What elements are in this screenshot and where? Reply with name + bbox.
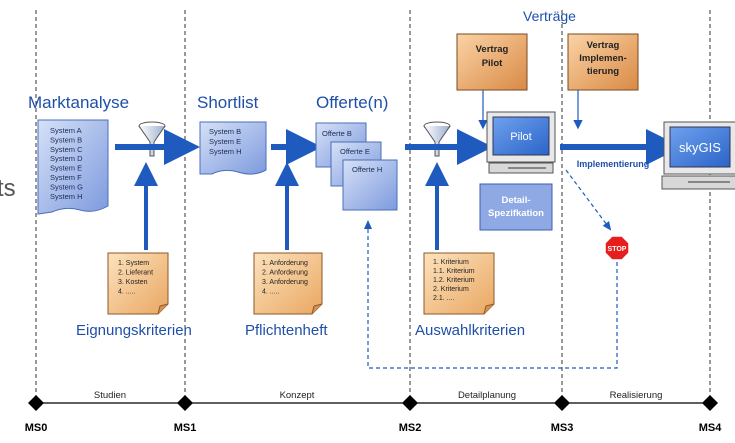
svg-text:Offerte H: Offerte H — [352, 165, 382, 174]
milestone-lines — [35, 10, 711, 400]
timeline-phase-label: Detailplanung — [458, 390, 516, 401]
svg-text:Offerte B: Offerte B — [322, 129, 352, 138]
timeline-phase-label: Studien — [94, 390, 126, 401]
note-line: 1. Kriterium — [433, 259, 469, 266]
detail-spezifikation-box: Detail- Spezifkation — [479, 183, 553, 231]
svg-text:Offerte E: Offerte E — [340, 147, 370, 156]
doc-line: System D — [50, 154, 83, 163]
milestone-diamond — [702, 395, 718, 411]
milestone-label: MS0 — [25, 422, 48, 434]
pilot-screen-label: Pilot — [510, 131, 531, 143]
doc-line: System E — [209, 137, 241, 146]
svg-text:Vertrag: Vertrag — [587, 40, 620, 51]
note-line: 1.1. Kriterium — [433, 268, 475, 275]
doc-line: System H — [50, 192, 83, 201]
doc-line: System A — [50, 126, 82, 135]
doc-line: System C — [50, 145, 83, 154]
svg-text:Pilot: Pilot — [482, 58, 503, 69]
doc-line: System B — [209, 127, 241, 136]
funnel-icon — [423, 121, 451, 157]
pilot-computer: Pilot — [486, 111, 556, 174]
partial-left-text: ts — [0, 175, 16, 202]
note-auswahlkriterien: 1. Kriterium 1.1. Kriterium 1.2. Kriterium… — [423, 252, 495, 315]
doc-line: System F — [50, 173, 82, 182]
eignungskriterien-label: Eignungskriterien — [76, 322, 192, 339]
note-line: 1.2. Kriterium — [433, 277, 475, 284]
note-line: 3. Kosten — [118, 279, 148, 286]
milestone-label: MS3 — [551, 422, 574, 434]
note-pflichtenheft: 1. Anforderung 2. Anforderung 3. Anforderu… — [253, 252, 323, 315]
marktanalyse-label: Marktanalyse — [28, 93, 129, 112]
auswahlkriterien-label: Auswahlkriterien — [415, 322, 525, 339]
note-line: 2. Kriterium — [433, 286, 469, 293]
doc-line: System E — [50, 164, 82, 173]
milestone-label: MS1 — [174, 422, 197, 434]
svg-text:tierung: tierung — [587, 66, 619, 77]
milestone-label: MS4 — [699, 422, 723, 434]
timeline-phase-label: Konzept — [280, 390, 315, 401]
svg-text:Spezifkation: Spezifkation — [488, 208, 544, 219]
note-line: 4. ..... — [262, 289, 280, 296]
milestone-diamond — [28, 395, 44, 411]
implementierung-label: Implementierung — [577, 159, 650, 169]
offerten-label: Offerte(n) — [316, 93, 388, 112]
doc-line: System B — [50, 135, 82, 144]
milestone-label: MS2 — [399, 422, 422, 434]
note-line: 2. Anforderung — [262, 270, 308, 277]
offerte-stack: Offerte B Offerte E Offerte H — [315, 122, 398, 211]
note-line: 1. Anforderung — [262, 260, 308, 267]
note-line: 1. System — [118, 260, 149, 267]
offerte-page-h: Offerte H — [342, 159, 398, 211]
svg-text:Implemen-: Implemen- — [579, 53, 627, 64]
milestone-diamond — [554, 395, 570, 411]
milestone-diamond — [402, 395, 418, 411]
vertrag-implementierung-note: Vertrag Implemen- tierung — [567, 33, 639, 91]
note-line: 2. Lieferant — [118, 270, 153, 277]
vertrag-pilot-note: Vertrag Pilot — [456, 33, 528, 91]
pflichtenheft-label: Pflichtenheft — [245, 322, 328, 339]
svg-text:Vertrag: Vertrag — [476, 44, 509, 55]
arrow-to-stop — [565, 169, 612, 231]
svg-text:STOP: STOP — [608, 246, 627, 253]
skygis-screen-label: skyGIS — [679, 140, 721, 155]
note-line: 2.1. .... — [433, 295, 454, 302]
funnel-icon — [138, 121, 166, 157]
note-line: 4. ..... — [118, 289, 136, 296]
doc-line: System G — [50, 182, 83, 191]
svg-text:Detail-: Detail- — [501, 195, 530, 206]
shortlist-label: Shortlist — [197, 93, 259, 112]
vertraege-label: Verträge — [523, 8, 576, 24]
stop-sign-icon: STOP — [604, 235, 630, 261]
doc-line: System H — [209, 147, 242, 156]
skygis-computer: skyGIS — [661, 121, 735, 190]
note-eignungskriterien: 1. System 2. Lieferant 3. Kosten 4. ..... — [107, 252, 169, 315]
feedback-loop-dashed — [364, 220, 618, 369]
note-line: 3. Anforderung — [262, 279, 308, 286]
timeline-phase-label: Realisierung — [610, 390, 663, 401]
milestone-diamond — [177, 395, 193, 411]
